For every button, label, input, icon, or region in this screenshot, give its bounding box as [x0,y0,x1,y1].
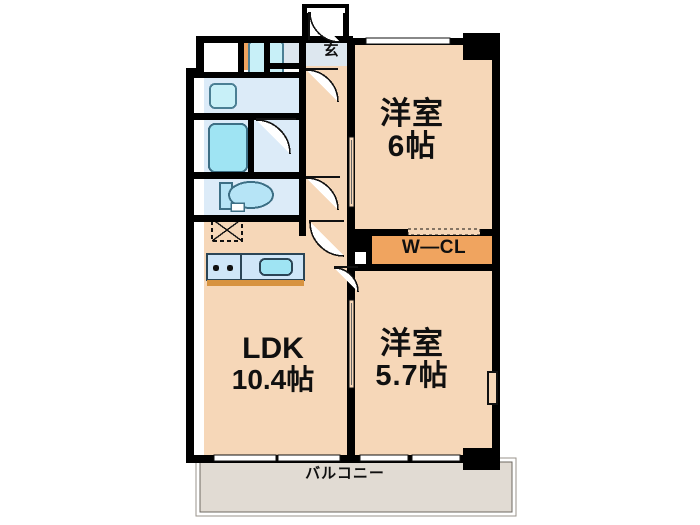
door-wcl [333,265,359,293]
counter-front-strip [207,280,304,286]
door-toilet [305,175,340,211]
window-ldk-balcony-left [213,454,277,462]
stove-burner-icon [226,264,234,272]
door-ldk [309,219,345,257]
windows [213,37,481,462]
toilet-bowl-icon [228,181,274,209]
window-washitsu-6-top [365,37,451,45]
room-fill-washitsu-6 [355,38,492,235]
kitchen-sink-icon [259,258,293,276]
fixtures [206,41,305,286]
door-bathroom [255,117,296,155]
window-ldk-balcony-right [277,454,341,462]
doors [255,8,498,405]
bathtub-icon [208,123,248,173]
sliding-door-washitsu-6 [348,136,355,208]
room-fill-washitsu-57 [355,268,492,460]
window-washitsu-57-balcony-right [411,454,461,462]
washbasin-icon [209,83,237,109]
toilet-base-icon [230,202,245,212]
stove-burner-icon [212,264,220,272]
window-right-wall [487,371,498,405]
door-entrance [307,8,345,43]
room-fill-wcl [366,235,492,268]
sliding-door-washitsu-57 [348,299,355,389]
door-genkan-corridor [305,67,339,103]
vent-wcl [407,228,481,236]
window-washitsu-57-balcony-left [359,454,409,462]
